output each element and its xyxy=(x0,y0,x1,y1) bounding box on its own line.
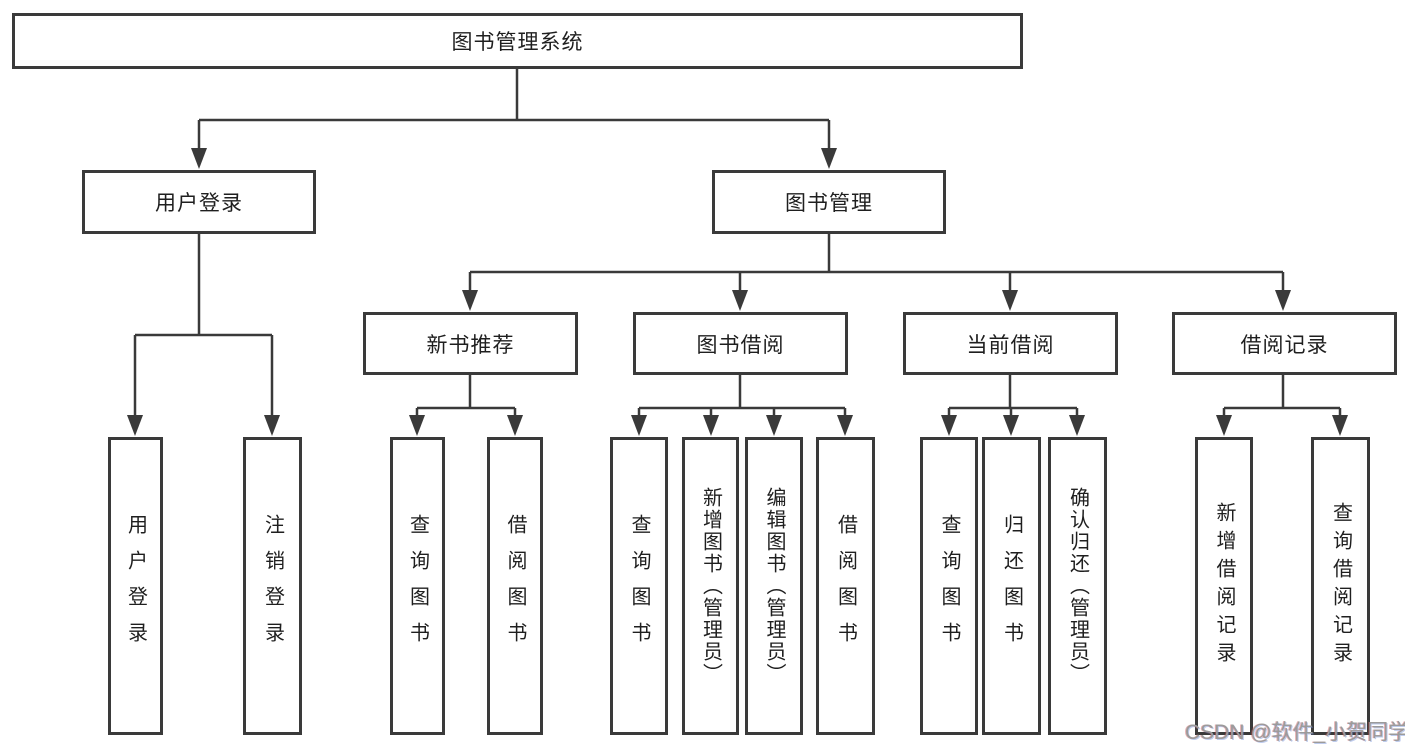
leaf-bb-add-book-admin: 新增图书（管理员） xyxy=(682,437,739,735)
arrowhead xyxy=(191,148,207,169)
leaf-bb-borrow-book-label: 借阅图书 xyxy=(834,514,857,658)
leaf-br-query-record-label: 查询借阅记录 xyxy=(1329,502,1352,670)
node-user-login-label: 用户登录 xyxy=(155,192,243,215)
leaf-cb-confirm-return-admin-label: 确认归还（管理员） xyxy=(1066,487,1089,685)
node-book-management: 图书管理 xyxy=(712,170,946,234)
leaf-logout: 注销登录 xyxy=(243,437,302,735)
node-new-book-recommend: 新书推荐 xyxy=(363,312,578,375)
connector-userlogin-to-leaves xyxy=(133,234,274,420)
node-current-borrow-label: 当前借阅 xyxy=(966,333,1055,357)
arrowhead xyxy=(409,415,425,436)
connector-borrowrecords-to-leaves xyxy=(1222,375,1342,420)
node-user-login: 用户登录 xyxy=(82,170,316,234)
node-root-label: 图书管理系统 xyxy=(451,31,584,54)
leaf-nbr-query-book-label: 查询图书 xyxy=(406,514,429,658)
leaf-bb-edit-book-admin: 编辑图书（管理员） xyxy=(745,437,803,735)
leaf-bb-query-book: 查询图书 xyxy=(610,437,668,735)
leaf-cb-return-book: 归还图书 xyxy=(982,437,1041,735)
leaf-cb-return-book-label: 归还图书 xyxy=(1000,514,1023,658)
leaf-user-login: 用户登录 xyxy=(108,437,163,735)
arrowhead xyxy=(821,148,837,169)
leaf-br-query-record: 查询借阅记录 xyxy=(1311,437,1370,735)
leaf-bb-edit-book-admin-label: 编辑图书（管理员） xyxy=(763,487,785,685)
arrowhead xyxy=(1002,290,1018,311)
arrowhead xyxy=(1216,415,1232,436)
leaf-br-add-record: 新增借阅记录 xyxy=(1195,437,1253,735)
arrowhead xyxy=(766,415,782,436)
node-book-management-label: 图书管理 xyxy=(785,192,873,215)
leaf-cb-query-book-label: 查询图书 xyxy=(938,514,960,658)
leaf-bb-add-book-admin-label: 新增图书（管理员） xyxy=(699,487,722,685)
arrowhead xyxy=(631,415,647,436)
node-borrow-records-label: 借阅记录 xyxy=(1240,333,1329,357)
node-new-book-recommend-label: 新书推荐 xyxy=(426,333,515,357)
arrowhead xyxy=(507,415,523,436)
connector-bookmgmt-to-level3 xyxy=(468,234,1285,294)
connector-newbookrec-to-leaves xyxy=(415,375,517,420)
arrowhead xyxy=(127,415,143,436)
connector-currentborrow-to-leaves xyxy=(947,375,1079,420)
node-book-borrow: 图书借阅 xyxy=(633,312,848,375)
leaf-bb-query-book-label: 查询图书 xyxy=(628,514,650,658)
leaf-nbr-query-book: 查询图书 xyxy=(390,437,445,735)
node-borrow-records: 借阅记录 xyxy=(1172,312,1397,375)
arrowhead xyxy=(1275,290,1291,311)
arrowhead xyxy=(462,290,478,311)
arrowhead xyxy=(732,290,748,311)
csdn-watermark: CSDN @软件_小贺同学 xyxy=(1185,721,1405,744)
arrowhead xyxy=(264,415,280,436)
leaf-cb-confirm-return-admin: 确认归还（管理员） xyxy=(1048,437,1107,735)
arrowhead xyxy=(703,415,719,436)
leaf-bb-borrow-book: 借阅图书 xyxy=(816,437,875,735)
leaf-nbr-borrow-book: 借阅图书 xyxy=(487,437,543,735)
arrowhead xyxy=(941,415,957,436)
node-current-borrow: 当前借阅 xyxy=(903,312,1118,375)
leaf-cb-query-book: 查询图书 xyxy=(920,437,978,735)
arrowhead xyxy=(1003,415,1019,436)
leaf-nbr-borrow-book-label: 借阅图书 xyxy=(504,514,526,658)
connector-root-to-level2 xyxy=(197,69,831,152)
arrowhead xyxy=(1069,415,1085,436)
leaf-logout-label: 注销登录 xyxy=(261,514,284,658)
arrowhead xyxy=(837,415,853,436)
connector-bookborrow-to-leaves xyxy=(637,375,847,420)
leaf-user-login-label: 用户登录 xyxy=(124,514,147,658)
node-book-borrow-label: 图书借阅 xyxy=(696,333,785,357)
node-root: 图书管理系统 xyxy=(12,13,1023,69)
leaf-br-add-record-label: 新增借阅记录 xyxy=(1213,502,1235,670)
arrowhead xyxy=(1332,415,1348,436)
